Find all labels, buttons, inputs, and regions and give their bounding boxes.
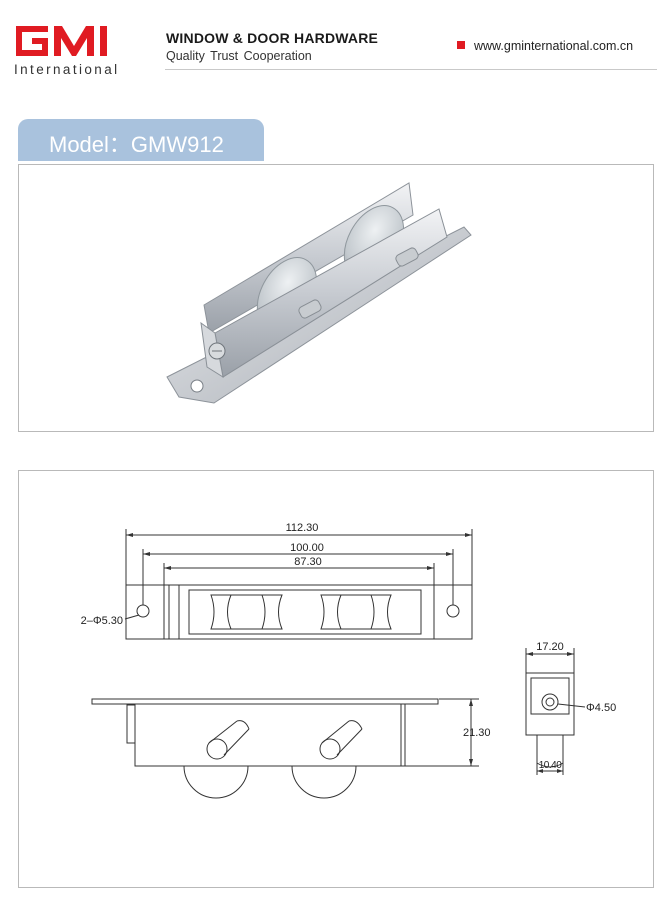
brand-title: WINDOW & DOOR HARDWARE: [166, 30, 379, 46]
gmi-logo: International: [14, 24, 124, 80]
dim-overall-length: 112.30: [286, 522, 319, 534]
logo-wordmark: International: [14, 62, 120, 77]
website-text: www.gminternational.com.cn: [474, 39, 634, 53]
model-tab: Model：GMW912: [18, 119, 264, 161]
dim-body-length: 87.30: [294, 556, 322, 568]
red-square-bullet-icon: [457, 41, 465, 49]
dimension-drawing: 112.30 100.00 87.30 2–Φ5.30 21.30 17.20 …: [81, 522, 616, 799]
brand-tagline: Quality Trust Cooperation: [166, 49, 312, 63]
dim-axle-diameter: Φ4.50: [586, 702, 616, 714]
website-link[interactable]: www.gminternational.com.cn: [457, 39, 633, 53]
header-divider: [165, 69, 657, 70]
dim-wheel-width: 10.40: [539, 760, 562, 771]
technical-drawing-panel: 112.30 100.00 87.30 2–Φ5.30 21.30 17.20 …: [18, 470, 654, 888]
model-label: Model：GMW912: [49, 132, 224, 157]
dim-width: 17.20: [536, 641, 564, 653]
dim-holes: 2–Φ5.30: [81, 615, 123, 627]
dim-hole-pitch: 100.00: [290, 542, 324, 554]
dim-height: 21.30: [463, 727, 491, 739]
roller-illustration: [166, 182, 472, 404]
gmi-logo-mark-icon: [16, 26, 107, 56]
product-photo-panel: [18, 164, 654, 432]
